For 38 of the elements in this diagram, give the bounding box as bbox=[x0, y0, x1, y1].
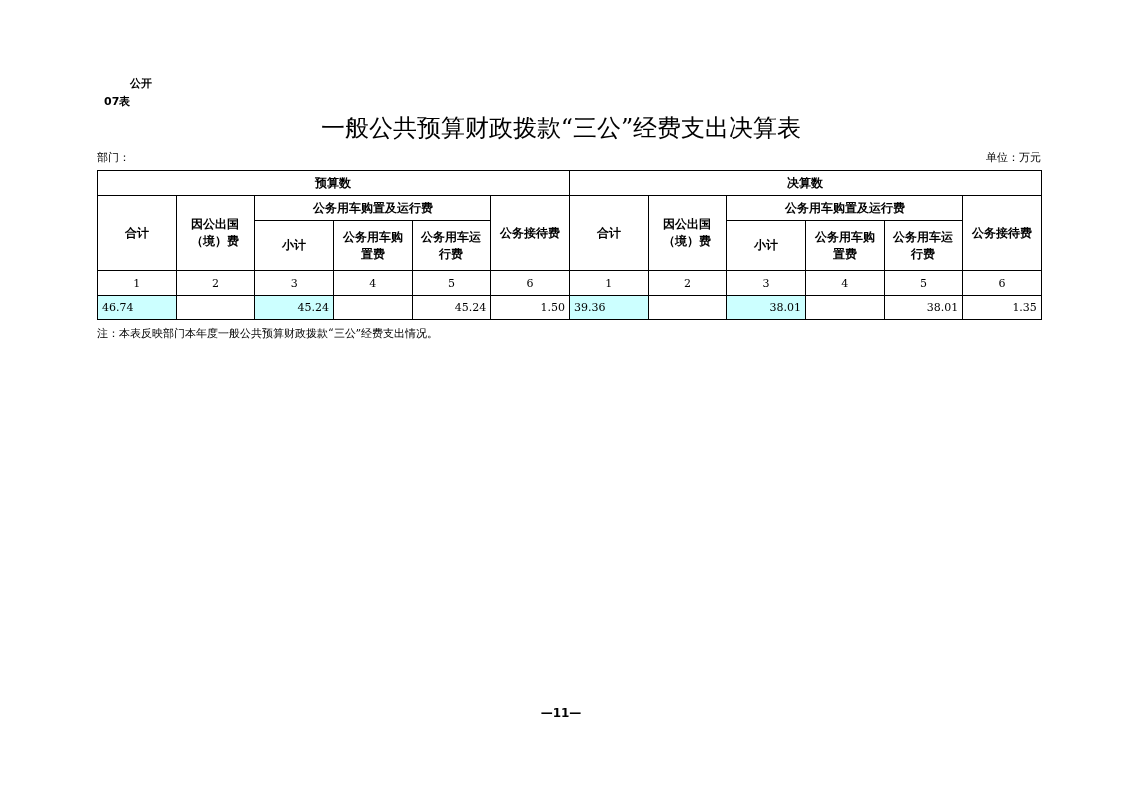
page-number: —11— bbox=[539, 706, 583, 720]
table-cell: 38.01 bbox=[884, 295, 963, 320]
table-header-cell: 公务接待费 bbox=[490, 195, 570, 271]
table-header-cell: 合计 bbox=[97, 195, 177, 271]
table-header-cell: 决算数 bbox=[569, 170, 1042, 196]
column-number-cell: 2 bbox=[176, 270, 255, 296]
table-header-cell: 小计 bbox=[726, 220, 806, 271]
column-number-cell: 4 bbox=[805, 270, 885, 296]
table-cell: 45.24 bbox=[412, 295, 491, 320]
table-header-cell: 公务用车购置及运行费 bbox=[726, 195, 963, 221]
column-number-cell: 6 bbox=[490, 270, 570, 296]
unit-label: 单位：万元 bbox=[986, 150, 1041, 165]
table-cell: 1.35 bbox=[962, 295, 1042, 320]
column-number-cell: 5 bbox=[884, 270, 963, 296]
title: 一般公共预算财政拨款“三公”经费支出决算表 bbox=[319, 113, 803, 144]
table-number: 07表 bbox=[104, 94, 131, 109]
table-header-cell: 因公出国（境）费 bbox=[176, 195, 255, 271]
column-number-cell: 1 bbox=[569, 270, 649, 296]
column-number-cell: 6 bbox=[962, 270, 1042, 296]
table-header-cell: 小计 bbox=[254, 220, 334, 271]
table-header-cell: 预算数 bbox=[97, 170, 570, 196]
column-number-cell: 4 bbox=[333, 270, 413, 296]
table-header-cell: 因公出国（境）费 bbox=[648, 195, 727, 271]
column-number-cell: 2 bbox=[648, 270, 727, 296]
column-number-cell: 3 bbox=[726, 270, 806, 296]
table-cell: 46.74 bbox=[97, 295, 177, 320]
table-cell: 1.50 bbox=[490, 295, 570, 320]
note: 注：本表反映部门本年度一般公共预算财政拨款“三公”经费支出情况。 bbox=[97, 326, 439, 341]
column-number-cell: 1 bbox=[97, 270, 177, 296]
table-header-cell: 公务用车购置费 bbox=[805, 220, 885, 271]
table-header-cell: 公务用车购置费 bbox=[333, 220, 413, 271]
table-header-cell: 公务接待费 bbox=[962, 195, 1042, 271]
table-header-cell: 合计 bbox=[569, 195, 649, 271]
column-number-cell: 3 bbox=[254, 270, 334, 296]
department-label: 部门： bbox=[97, 150, 130, 165]
table-header-cell: 公务用车购置及运行费 bbox=[254, 195, 491, 221]
column-number-cell: 5 bbox=[412, 270, 491, 296]
page-label: 公开 bbox=[130, 76, 152, 91]
